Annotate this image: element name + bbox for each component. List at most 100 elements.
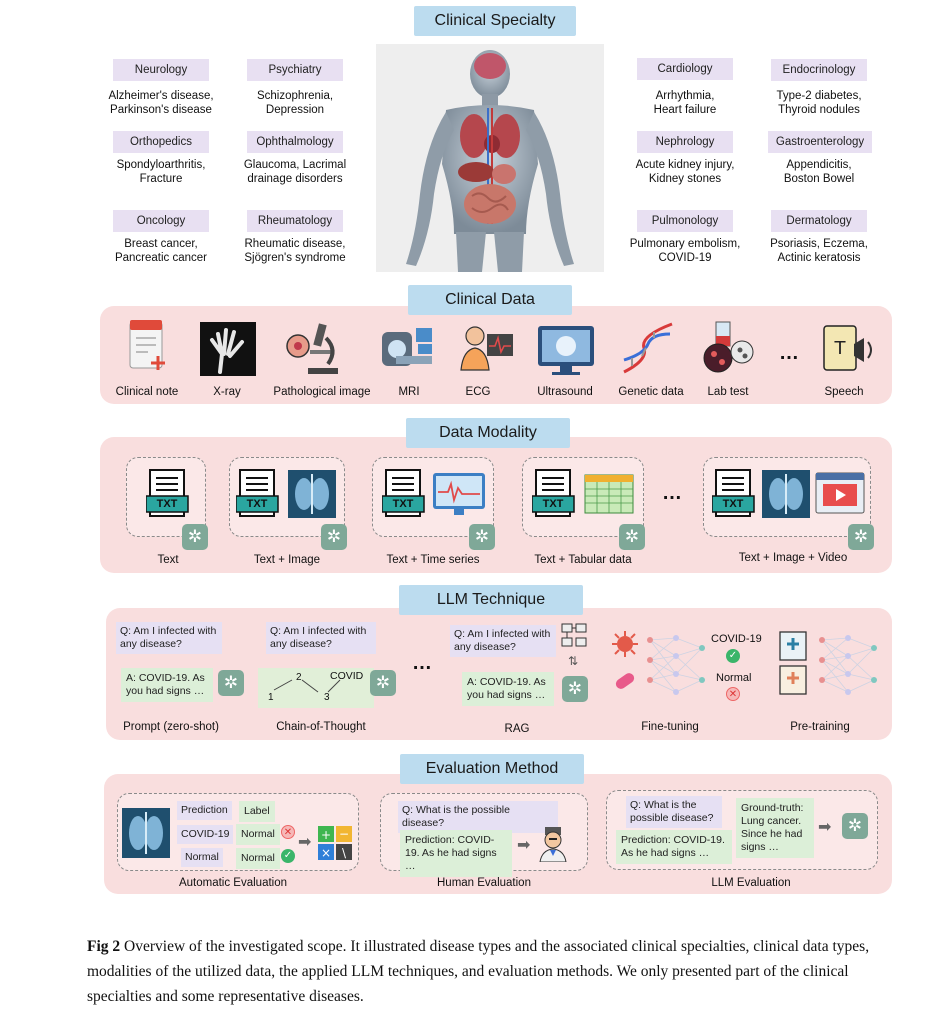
eval-header-label: Label [239,801,275,822]
spreadsheet-icon [584,474,634,514]
lab-test-icon [698,320,758,378]
specialty-gastroenterology-diseases: Appendicitis,Boston Bowel [783,159,855,185]
cot-step-1: 1 [268,692,274,703]
technique-label-prompt: Prompt (zero-shot) [123,721,219,733]
chatgpt-icon: ✲ [182,524,208,550]
clinical-data-label-mri: MRI [398,386,420,398]
rag-question: Q: Am I infected with any disease? [450,625,556,657]
modality-ellipsis: … [662,482,682,504]
cot-step-3: 3 [324,692,330,703]
section-title-clinical-specialty: Clinical Specialty [414,6,576,36]
eval-row1-prediction: COVID-19 [177,825,234,844]
eval-header-prediction: Prediction [177,801,232,820]
specialty-dermatology: Dermatology [771,210,867,232]
specialty-dermatology-diseases: Psoriasis, Eczema,Actinic keratosis [770,238,868,264]
specialty-oncology: Oncology [113,210,209,232]
cot-arrows [273,679,341,693]
svg-text:×: × [321,846,331,860]
specialty-nephrology: Nephrology [637,131,733,153]
specialty-nephrology-diseases: Acute kidney injury,Kidney stones [635,159,735,185]
modality-label-text-tabular: Text + Tabular data [534,554,632,566]
technique-label-finetuning: Fine-tuning [641,721,699,733]
txt-file-icon: TXT [381,468,426,522]
neural-network-icon [647,635,705,695]
section-title-data-modality: Data Modality [406,418,570,448]
eval-row2-prediction: Normal [181,848,223,867]
llm-eval-prediction: Prediction: COVID-19. As he had signs … [616,830,732,864]
human-eval-prediction: Prediction: COVID-19. As he had signs … [400,830,512,877]
technique-label-cot: Chain-of-Thought [276,721,366,733]
specialty-orthopedics: Orthopedics [113,131,209,153]
monitor-waveform-icon [432,472,486,518]
prompt-question: Q: Am I infected with any disease? [116,622,222,654]
clinical-data-label-xray: X-ray [213,386,241,398]
txt-label: TXT [722,498,744,510]
clinical-note-icon [118,318,178,376]
txt-label: TXT [246,498,268,510]
modality-label-text-timeseries: Text + Time series [386,554,480,566]
specialty-rheumatology: Rheumatology [247,210,343,232]
specialty-psychiatry-diseases: Schizophrenia,Depression [256,90,334,116]
microscope-icon [284,320,344,378]
svg-text:T: T [834,338,847,359]
cot-answer: COVID [330,670,364,682]
cross-icon: ✕ [726,687,740,701]
doctor-icon [538,826,568,863]
specialty-rheumatology-diseases: Rheumatic disease,Sjögren's syndrome [244,238,346,264]
rag-answer: A: COVID-19. As you had signs … [462,672,554,706]
figure-caption: Fig 2 Overview of the investigated scope… [87,934,909,1009]
specialty-neurology: Neurology [113,59,209,81]
clinical-data-label-clinical-note: Clinical note [115,386,179,398]
clinical-data-ellipsis: … [779,342,799,364]
chatgpt-icon: ✲ [848,524,874,550]
chatgpt-icon: ✲ [218,670,244,696]
figure-caption-text: Overview of the investigated scope. It i… [87,938,870,1005]
xray-icon [198,320,258,378]
arrow-right-icon: ➡ [818,819,832,836]
section-title-llm-technique: LLM Technique [399,585,583,615]
specialty-endocrinology: Endocrinology [771,59,867,81]
txt-label: TXT [542,498,564,510]
clinical-data-label-speech: Speech [824,386,864,398]
eval-label-human: Human Evaluation [437,877,531,889]
clinical-data-label-pathological-image: Pathological image [273,386,371,398]
specialty-endocrinology-diseases: Type-2 diabetes,Thyroid nodules [776,90,862,116]
dna-icon [618,320,678,378]
modality-label-text: Text [157,554,179,566]
cot-question: Q: Am I infected with any disease? [266,622,376,654]
pill-icon [612,668,638,694]
ultrasound-icon [536,322,596,380]
llm-eval-question: Q: What is the possible disease? [626,796,722,828]
calculator-icon: +−×\ [318,826,352,860]
technique-label-pretraining: Pre-training [790,721,850,733]
arrow-right-icon: ➡ [298,834,312,851]
cot-step-2: 2 [296,672,302,683]
specialty-pulmonology-diseases: Pulmonary embolism,COVID-19 [629,238,741,264]
chest-xray-image [122,808,170,858]
video-player-icon [815,472,865,516]
arrow-right-icon: ➡ [517,837,531,854]
specialty-orthopedics-diseases: Spondyloarthritis,Fracture [116,159,206,185]
check-icon: ✓ [726,649,740,663]
finetune-output-normal: Normal [716,672,752,684]
check-icon: ✓ [281,849,295,863]
neural-network-icon [819,635,877,695]
section-title-evaluation-method: Evaluation Method [400,754,584,784]
specialty-cardiology-diseases: Arrhythmia,Heart failure [653,90,717,116]
specialty-pulmonology: Pulmonology [637,210,733,232]
technique-label-rag: RAG [504,723,530,735]
chatgpt-icon: ✲ [469,524,495,550]
chatgpt-icon: ✲ [321,524,347,550]
txt-file-icon: TXT [711,468,756,522]
chatgpt-icon: ✲ [562,676,588,702]
specialty-ophthalmology: Ophthalmology [247,131,343,153]
finetune-output-covid: COVID-19 [711,633,762,645]
virus-icon [611,630,639,658]
eval-row2-label: Normal [236,848,280,869]
specialty-oncology-diseases: Breast cancer,Pancreatic cancer [114,238,208,264]
modality-label-text-image: Text + Image [253,554,321,566]
clinical-data-label-ultrasound: Ultrasound [537,386,593,398]
specialty-cardiology: Cardiology [637,58,733,80]
eval-row1-label: Normal [236,824,280,845]
